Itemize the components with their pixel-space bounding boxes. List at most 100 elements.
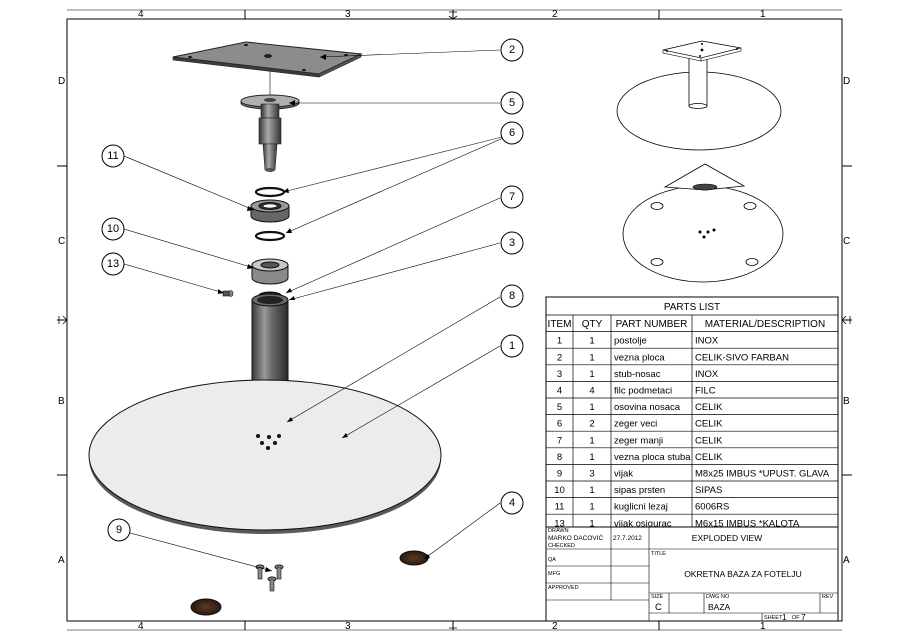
- parts-list-cell: INOX: [695, 369, 719, 380]
- parts-list-cell: M6x15 IMBUS *KALOTA: [695, 518, 800, 529]
- parts-list-cell: 9: [557, 469, 562, 480]
- parts-list-cell: 13: [554, 518, 565, 529]
- view-name: EXPLODED VIEW: [692, 533, 762, 543]
- balloon-1: 1: [500, 334, 524, 358]
- parts-list-cell: 10: [554, 485, 565, 496]
- balloon-number: 9: [116, 524, 122, 536]
- parts-list-cell: 4: [557, 386, 562, 397]
- balloon-number: 4: [509, 497, 515, 509]
- zone-label: 4: [138, 621, 144, 632]
- parts-list-cell: 2: [589, 419, 594, 430]
- rev-label: REV: [822, 594, 834, 600]
- dwg-no: BAZA: [708, 602, 731, 612]
- parts-list-cell: sipas prsten: [614, 485, 665, 496]
- balloon-number: 5: [509, 97, 515, 109]
- zone-label: A: [843, 555, 850, 566]
- zone-label: 2: [552, 621, 558, 632]
- part-screws: [255, 564, 284, 592]
- sheet-total: 7: [801, 612, 806, 622]
- balloon-number: 7: [509, 191, 515, 203]
- zone-label: B: [843, 396, 850, 407]
- drawing-title: OKRETNA BAZA ZA FOTELJU: [684, 569, 802, 579]
- parts-list-cell: 1: [589, 502, 594, 513]
- parts-list-cell: 1: [589, 352, 594, 363]
- part-washer-large-top: [254, 186, 286, 198]
- parts-list-cell: 1: [589, 485, 594, 496]
- balloon-number: 11: [107, 150, 118, 162]
- of-label: OF: [792, 615, 800, 621]
- parts-list-cell: 7: [557, 435, 562, 446]
- mfg-label: MFG: [548, 571, 560, 577]
- parts-list-cell: CELIK: [695, 435, 723, 446]
- parts-list-cell: 1: [589, 435, 594, 446]
- parts-list-cell: SIPAS: [695, 485, 722, 496]
- zone-label: A: [58, 555, 65, 566]
- parts-list-cell: 11: [555, 502, 565, 513]
- parts-list-cell: 2: [557, 352, 562, 363]
- zone-label: 3: [345, 621, 351, 632]
- balloon-number: 10: [107, 223, 119, 235]
- zone-label: 1: [760, 9, 766, 20]
- parts-list-cell: 1: [589, 336, 594, 347]
- balloon-7: 7: [500, 185, 524, 209]
- zone-labels-left: D C B A: [58, 76, 65, 566]
- part-shaft: [240, 94, 300, 172]
- balloon-number: 6: [509, 127, 515, 139]
- zone-labels-bottom: 4 3 2 1: [138, 621, 766, 632]
- zone-label: C: [58, 236, 65, 247]
- parts-list-cell: stub-nosac: [614, 369, 661, 380]
- parts-list-cell: FILC: [695, 386, 716, 397]
- part-felt-pads: [190, 550, 429, 616]
- balloons: 2 5 6 11 7 10 3 13 8 1 4 9: [101, 38, 524, 542]
- balloon-number: 3: [509, 237, 515, 249]
- parts-list-cell: CELIK: [695, 402, 723, 413]
- parts-list-cell: CELIK-SIVO FARBAN: [695, 352, 789, 363]
- parts-list-row: 10 1 sipas prsten SIPAS: [554, 485, 722, 496]
- size-label: SIZE: [651, 594, 664, 600]
- balloon-8: 8: [500, 284, 524, 308]
- sheet-size: C: [655, 602, 662, 613]
- parts-list-cell: M8x25 IMBUS *UPUST. GLAVA: [695, 469, 830, 480]
- parts-list-cell: vijak osigurac: [614, 518, 672, 529]
- leader-arrowheads: [218, 54, 430, 572]
- qa-label: QA: [548, 557, 556, 563]
- balloon-number: 2: [509, 44, 515, 56]
- balloon-6: 6: [500, 121, 524, 145]
- drawn-label: DRAWN: [548, 528, 569, 534]
- parts-list-cell: 4: [589, 386, 594, 397]
- parts-list-cell: 6: [557, 419, 562, 430]
- parts-list-cell: INOX: [695, 336, 719, 347]
- assembled-view-bottom: [622, 163, 784, 283]
- checked-label: CHECKED: [548, 543, 575, 549]
- parts-list-cell: 1: [589, 452, 594, 463]
- exploded-view: 2 5 6 11 7 10 3 13 8 1 4 9: [88, 38, 524, 616]
- parts-list-cell: 1: [589, 402, 594, 413]
- parts-list-header-cell: MATERIAL/DESCRIPTION: [705, 319, 825, 330]
- parts-list-cell: 1: [589, 369, 594, 380]
- parts-list-cell: kuglicni lezaj: [614, 502, 668, 513]
- zone-label: 3: [345, 9, 351, 20]
- balloon-3: 3: [500, 231, 524, 255]
- assembled-view-top: [616, 40, 782, 151]
- parts-list-cell: filc podmetaci: [614, 386, 672, 397]
- zone-label: 2: [552, 9, 558, 20]
- dwg-no-label: DWG NO: [706, 594, 730, 600]
- parts-list-cell: 1: [557, 336, 562, 347]
- part-washer-large-bottom: [254, 230, 286, 242]
- sheet-frame: [57, 9, 852, 631]
- balloon-10: 10: [101, 217, 125, 241]
- parts-list-cell: vezna ploca stuba: [614, 452, 691, 463]
- zone-labels-top: 4 3 2 1: [138, 9, 766, 20]
- part-connecting-plate: [172, 41, 363, 78]
- parts-list-cell: postolje: [614, 336, 647, 347]
- part-sipas-ring: [251, 258, 289, 285]
- parts-list-cell: 8: [557, 452, 562, 463]
- zone-label: 1: [760, 621, 766, 632]
- balloon-2: 2: [500, 38, 524, 62]
